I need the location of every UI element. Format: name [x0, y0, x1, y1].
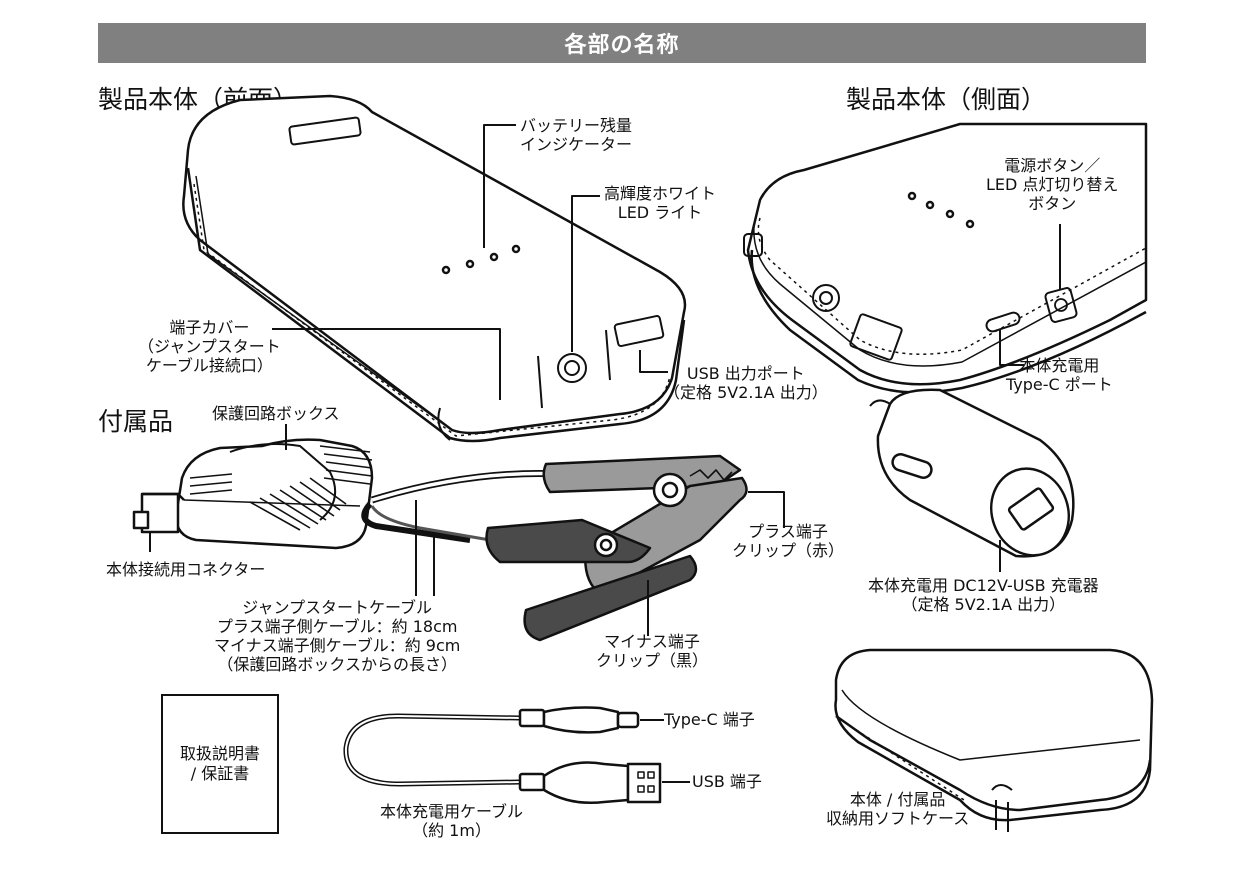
minus-clip-illustration	[485, 518, 698, 642]
label-minus-clip: マイナス端子クリップ（黒）	[596, 632, 709, 670]
indicator-led-1	[441, 265, 451, 275]
section-banner: 各部の名称	[98, 23, 1146, 63]
protection-box-illustration	[132, 438, 374, 550]
plus-clip-illustration	[542, 454, 748, 596]
label-power-button: 電源ボタン／LED 点灯切り替えボタン	[986, 156, 1119, 213]
heading-accessories: 付属品	[98, 407, 174, 436]
charge-cable-illustration	[343, 706, 662, 804]
indicator-led-3	[489, 252, 499, 262]
label-usb-output: USB 出力ポート（定格 5V2.1A 出力）	[664, 364, 828, 402]
label-charge-cable: 本体充電用ケーブル（約 1m）	[380, 802, 524, 840]
label-usb-terminal: USB 端子	[692, 772, 762, 791]
indicator-led-2	[465, 259, 475, 269]
typec-port	[985, 311, 1021, 333]
label-connector: 本体接続用コネクター	[106, 560, 266, 579]
manual-booklet: 取扱説明書/ 保証書	[161, 694, 279, 834]
front-device-illustration	[182, 94, 687, 443]
soft-case-illustration	[834, 648, 1154, 832]
led-light-lens	[557, 353, 587, 383]
label-car-charger: 本体充電用 DC12V-USB 充電器（定格 5V2.1A 出力）	[868, 576, 1099, 614]
label-soft-case: 本体 / 付属品収納用ソフトケース	[826, 790, 970, 828]
indicator-led-4	[511, 244, 521, 254]
label-typec-terminal: Type-C 端子	[664, 710, 755, 729]
label-plus-clip: プラス端子クリップ（赤）	[732, 522, 845, 560]
car-charger-illustration	[869, 388, 1075, 558]
heading-side: 製品本体（側面）	[846, 85, 1047, 114]
label-protection-box: 保護回路ボックス	[212, 404, 340, 423]
side-device-illustration	[743, 122, 1148, 394]
usb-output-port	[613, 315, 665, 347]
label-battery-indicator: バッテリー残量インジケーター	[520, 116, 633, 154]
label-terminal-cover: 端子カバー（ジャンプスタートケーブル接続口）	[138, 318, 281, 375]
power-button	[1044, 287, 1078, 323]
